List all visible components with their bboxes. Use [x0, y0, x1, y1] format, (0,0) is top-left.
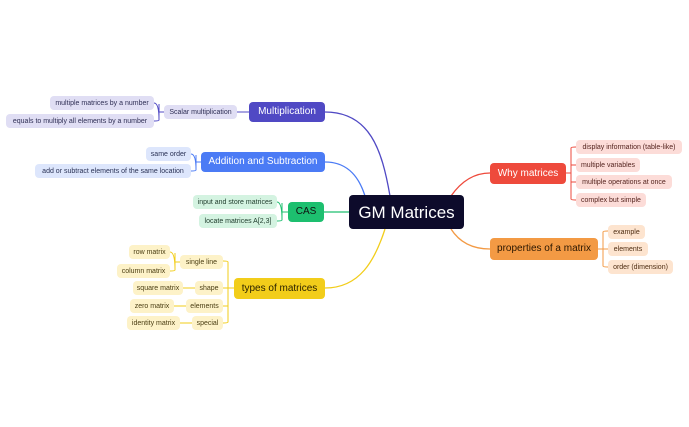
node-identity-matrix[interactable]: identity matrix	[127, 316, 180, 330]
link-properties-leaves	[598, 230, 609, 268]
node-special[interactable]: special	[192, 316, 223, 330]
link-root-why	[450, 172, 491, 197]
link-singleline-leaves	[169, 251, 180, 272]
branch-properties-of-matrix[interactable]: properties of a matrix	[490, 238, 598, 260]
branch-cas[interactable]: CAS	[288, 202, 324, 222]
link-root-types	[324, 228, 386, 289]
branch-multiplication[interactable]: Multiplication	[249, 102, 325, 122]
node-example[interactable]: example	[608, 225, 645, 239]
node-zero-matrix[interactable]: zero matrix	[130, 299, 174, 313]
link-types-categories	[222, 260, 234, 324]
node-scalar-multiplication[interactable]: Scalar multiplication	[164, 105, 237, 119]
node-elements-type[interactable]: elements	[186, 299, 223, 313]
node-square-matrix[interactable]: square matrix	[133, 281, 183, 295]
link-addition-leaves	[190, 153, 201, 172]
node-row-matrix[interactable]: row matrix	[129, 245, 170, 259]
link-why-leaves	[566, 146, 577, 201]
node-add-subtract-same-location[interactable]: add or subtract elements of the same loc…	[35, 164, 191, 178]
branch-types-of-matrices[interactable]: types of matrices	[234, 278, 325, 299]
link-cas-leaves	[276, 201, 288, 222]
link-scalar-leaves	[153, 102, 164, 122]
node-multiple-operations[interactable]: multiple operations at once	[576, 175, 672, 189]
branch-why-matrices[interactable]: Why matrices	[490, 163, 566, 184]
node-multiple-matrices-by-number[interactable]: multiple matrices by a number	[50, 96, 154, 110]
link-root-addition	[324, 161, 366, 197]
node-elements-property[interactable]: elements	[608, 242, 648, 256]
node-equals-multiply-all-elements[interactable]: equals to multiply all elements by a num…	[6, 114, 154, 128]
node-single-line[interactable]: single line	[180, 255, 223, 269]
node-input-store-matrices[interactable]: input and store matrices	[193, 195, 277, 209]
root-topic[interactable]: GM Matrices	[349, 195, 464, 229]
branch-addition-subtraction[interactable]: Addition and Subtraction	[201, 152, 325, 172]
node-order-dimension[interactable]: order (dimension)	[608, 260, 673, 274]
node-same-order[interactable]: same order	[146, 147, 191, 161]
node-complex-but-simple[interactable]: complex but simple	[576, 193, 646, 207]
link-root-properties	[450, 228, 491, 250]
node-column-matrix[interactable]: column matrix	[117, 264, 170, 278]
link-root-multiplication	[324, 111, 391, 197]
node-locate-matrices[interactable]: locate matrices A[2,3]	[199, 214, 277, 228]
node-multiple-variables[interactable]: multiple variables	[576, 158, 640, 172]
node-display-information[interactable]: display information (table-like)	[576, 140, 682, 154]
node-shape[interactable]: shape	[195, 281, 223, 295]
